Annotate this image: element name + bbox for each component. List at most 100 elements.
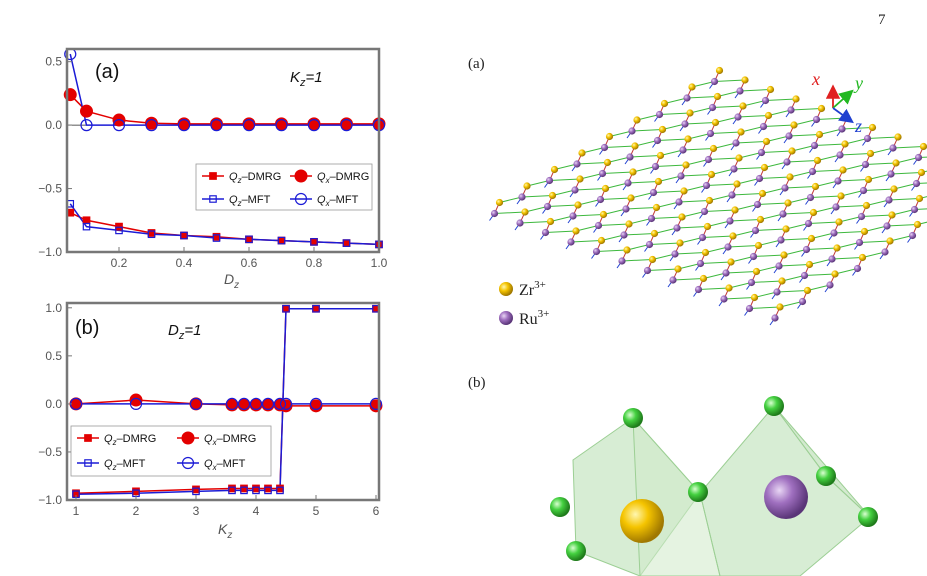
zr-atom (699, 274, 708, 283)
zr-atom (766, 85, 775, 94)
data-point-qz-mft (282, 304, 290, 313)
legend-marker (209, 195, 217, 203)
lattice-bond (723, 297, 755, 300)
lattice-bond (731, 193, 763, 196)
ru-atom (732, 139, 740, 147)
lattice-bond (662, 123, 686, 130)
ru-atom (669, 276, 677, 284)
zr-atom (890, 185, 898, 193)
lattice-bond (654, 227, 678, 234)
ion-legend: Zr3+ Ru3+ (499, 279, 549, 328)
ru-atom (857, 212, 866, 221)
zr-atom (523, 182, 531, 190)
lattice-bond (679, 237, 703, 244)
lattice-bond (657, 138, 689, 141)
chart-a-frame (65, 47, 381, 254)
data-point-qz-dmrg (342, 239, 351, 247)
lattice-bond (890, 172, 922, 175)
lattice-bond (749, 306, 781, 309)
ligand-atom (566, 541, 586, 561)
zr-atom (741, 76, 749, 84)
lattice-bond (892, 146, 924, 149)
zr-atom (678, 213, 686, 221)
lattice-bond (725, 271, 757, 274)
axis-y-arrow (832, 89, 854, 109)
data-point-qz-mft (277, 236, 286, 245)
chart-b-frame (65, 301, 381, 502)
legend-entry-label: Qx–DMRG (317, 171, 369, 185)
legend-marker (209, 172, 217, 180)
lattice-bond (816, 117, 848, 120)
ru-atom (804, 219, 813, 228)
data-point-qx-mft (129, 397, 143, 411)
zr-atom (919, 142, 927, 151)
legend-entry-label: Qx–DMRG (204, 433, 256, 447)
chart-b-xlabel: Kz (218, 521, 232, 541)
data-point-qx-dmrg (129, 393, 143, 407)
lattice-bond (841, 127, 873, 130)
zr-atom (917, 168, 926, 177)
data-point-qx-mft (275, 119, 288, 132)
lattice-bond (623, 233, 655, 236)
ru-atom (775, 262, 783, 270)
lattice-bond (730, 256, 754, 263)
zr-atom (792, 95, 800, 103)
lattice-bond (764, 161, 788, 168)
ru-atom (910, 205, 919, 214)
ru-atom (643, 266, 652, 275)
ru-atom (571, 186, 579, 194)
ru-atom (783, 158, 791, 166)
lattice-bond (702, 235, 734, 238)
zr-atom (715, 66, 724, 75)
zr-atom (674, 265, 682, 273)
ru-atom (543, 202, 552, 211)
zr-atom (860, 227, 869, 236)
data-point-qx-mft (309, 397, 323, 411)
ru-atom (757, 148, 766, 157)
lattice-bond (494, 211, 526, 214)
ru-atom (541, 228, 550, 237)
lattice-bond (863, 188, 895, 191)
data-point-qz-mft (276, 486, 284, 495)
ru-atom (779, 210, 787, 218)
lattice-bond (765, 98, 797, 101)
lattice-bond (630, 192, 654, 199)
zr-atom (864, 175, 873, 184)
x-tick-label: 0.8 (306, 256, 323, 270)
ru-atom (826, 281, 834, 289)
lattice-bond (552, 189, 576, 196)
data-point-qx-mft (189, 397, 203, 411)
lattice-bond (581, 147, 605, 154)
y-tick-label: 1.0 (45, 301, 62, 315)
ru-atom (649, 188, 658, 197)
ru-atom (908, 231, 917, 240)
ru-atom (863, 134, 872, 143)
data-point-qx-mft (177, 119, 191, 132)
zr-atom (654, 177, 663, 186)
data-point-qz-dmrg (252, 484, 260, 493)
ru-atom (706, 129, 715, 138)
ru-atom (881, 248, 889, 256)
lattice-bond (763, 124, 795, 127)
ru-atom (830, 229, 838, 237)
lattice-bond (807, 284, 831, 291)
data-point-qx-mft (369, 397, 383, 411)
lattice-bond (804, 273, 836, 276)
zr-atom (776, 303, 784, 311)
ligand-atom (623, 408, 643, 428)
lattice-bond (705, 246, 729, 253)
ru-atom (802, 245, 811, 254)
data-point-qz-dmrg (277, 236, 286, 245)
ru-atom (773, 288, 781, 296)
ru-atom (787, 106, 795, 114)
lattice-bond (683, 185, 707, 192)
lattice-bond (575, 225, 599, 232)
lattice-bond (780, 238, 812, 241)
lattice-bond (717, 90, 741, 97)
zr-atom (578, 149, 586, 157)
lattice-bond (842, 164, 866, 171)
lattice-bond (709, 194, 733, 201)
lattice-bond (631, 129, 663, 132)
ru-atom (828, 255, 836, 263)
